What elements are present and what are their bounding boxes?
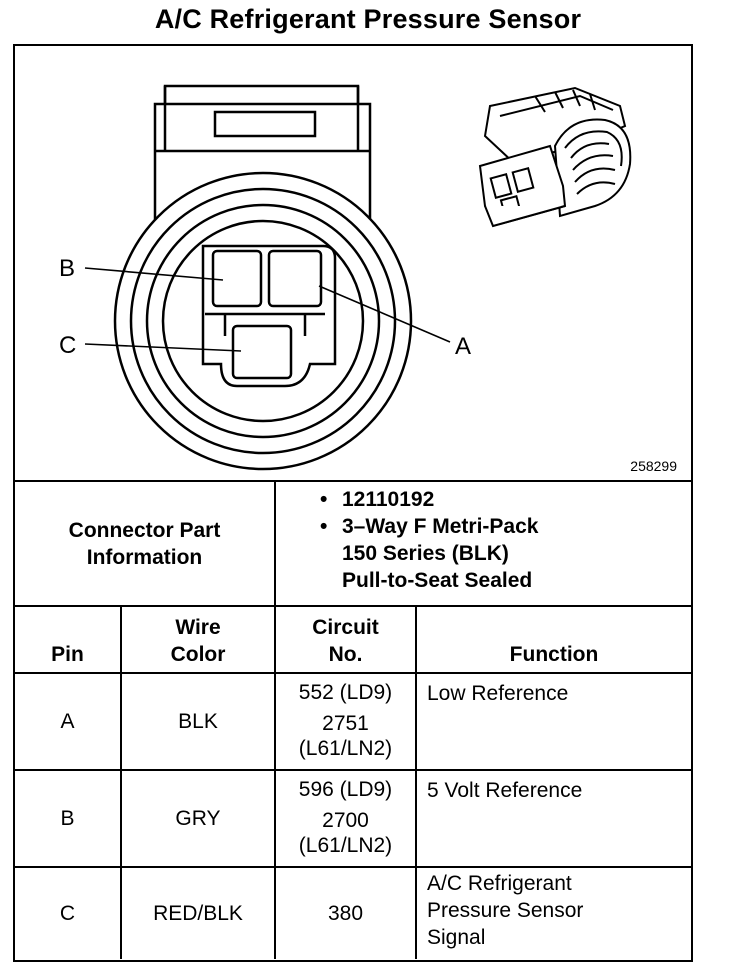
connector-info-label: Connector Part Information xyxy=(15,482,276,605)
page-title: A/C Refrigerant Pressure Sensor xyxy=(154,4,582,34)
cell-wire-color: RED/BLK xyxy=(120,866,276,959)
cell-circuit: 596 (LD9) 2700(L61/LN2) xyxy=(274,769,417,868)
callout-c: C xyxy=(59,332,76,359)
cell-pin: A xyxy=(15,672,122,771)
cell-function: A/C Refrigerant Pressure Sensor Signal xyxy=(415,866,691,959)
cell-pin: B xyxy=(15,769,122,868)
latch-window xyxy=(213,110,317,138)
connector-info-item-part: • 12110192 xyxy=(276,486,686,513)
connector-isometric-view xyxy=(478,86,632,228)
connector-info-label-line2: Information xyxy=(86,545,203,569)
terminal-a xyxy=(267,249,323,308)
connector-drawing: B C A xyxy=(59,84,632,471)
leader-line-a xyxy=(318,285,451,343)
diagram-frame: B C A 258299 Connector Part Inf xyxy=(13,44,693,962)
table-row: C RED/BLK 380 A/C Refrigerant Pressure S… xyxy=(15,866,691,959)
callout-a: A xyxy=(455,333,471,360)
description-line3: Pull-to-Seat Sealed xyxy=(342,569,533,592)
circuit-1: 596 (LD9) xyxy=(298,778,393,801)
bullet-icon: • xyxy=(320,488,328,511)
circuit-2: 2700(L61/LN2) xyxy=(298,809,393,857)
header-function: Function xyxy=(415,607,691,674)
cell-function: 5 Volt Reference xyxy=(415,769,691,868)
cell-wire-color: BLK xyxy=(120,672,276,771)
outer-seal-ring xyxy=(113,171,413,471)
cell-pin: C xyxy=(15,866,122,959)
connector-illustration: B C A 258299 xyxy=(15,46,691,480)
connector-info-row: Connector Part Information • 12110192 • … xyxy=(15,480,691,607)
cell-wire-color: GRY xyxy=(120,769,276,868)
figure-number: 258299 xyxy=(630,458,677,474)
description-line2: 150 Series (BLK) xyxy=(342,542,509,565)
connector-info-item-description: • 3–Way F Metri-Pack 150 Series (BLK) Pu… xyxy=(276,513,686,594)
terminal-cavity xyxy=(201,244,337,388)
cell-function: Low Reference xyxy=(415,672,691,771)
leader-line-c xyxy=(84,343,242,352)
connector-info-label-line1: Connector Part xyxy=(68,518,221,542)
part-number: 12110192 xyxy=(342,488,435,511)
header-pin: Pin xyxy=(15,607,122,674)
circuit-1: 552 (LD9) xyxy=(298,681,393,704)
cell-circuit: 380 xyxy=(274,866,417,959)
iso-terminal-2 xyxy=(511,167,535,193)
bullet-icon: • xyxy=(320,515,328,538)
leader-line-b xyxy=(84,267,224,281)
callout-b: B xyxy=(59,255,75,282)
table-row: A BLK 552 (LD9) 2751(L61/LN2) Low Refere… xyxy=(15,672,691,771)
cell-circuit: 552 (LD9) 2751(L61/LN2) xyxy=(274,672,417,771)
iso-terminal-1 xyxy=(489,173,513,199)
description-line1: 3–Way F Metri-Pack xyxy=(342,515,539,538)
connector-info-list: • 12110192 • 3–Way F Metri-Pack 150 Seri… xyxy=(276,486,686,594)
table-row: B GRY 596 (LD9) 2700(L61/LN2) 5 Volt Ref… xyxy=(15,769,691,868)
circuit-2: 2751(L61/LN2) xyxy=(298,712,393,760)
terminal-c xyxy=(231,324,293,380)
